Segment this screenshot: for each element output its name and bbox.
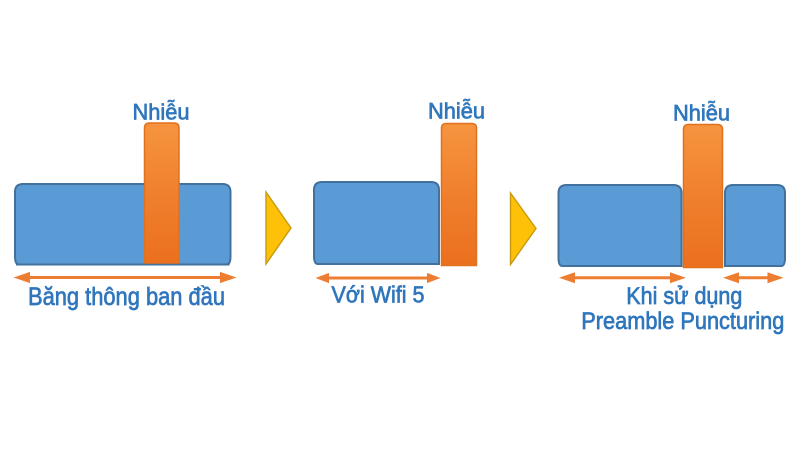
svg-text:Preamble Puncturing: Preamble Puncturing — [581, 308, 784, 335]
svg-text:Nhiễu: Nhiễu — [673, 101, 730, 126]
svg-text:Băng thông ban đầu: Băng thông ban đầu — [28, 283, 225, 311]
svg-text:Khi sử dụng: Khi sử dụng — [626, 283, 742, 310]
svg-text:Với Wifi 5: Với Wifi 5 — [332, 282, 425, 308]
svg-text:Nhiễu: Nhiễu — [133, 100, 190, 125]
svg-text:Nhiễu: Nhiễu — [428, 99, 485, 124]
